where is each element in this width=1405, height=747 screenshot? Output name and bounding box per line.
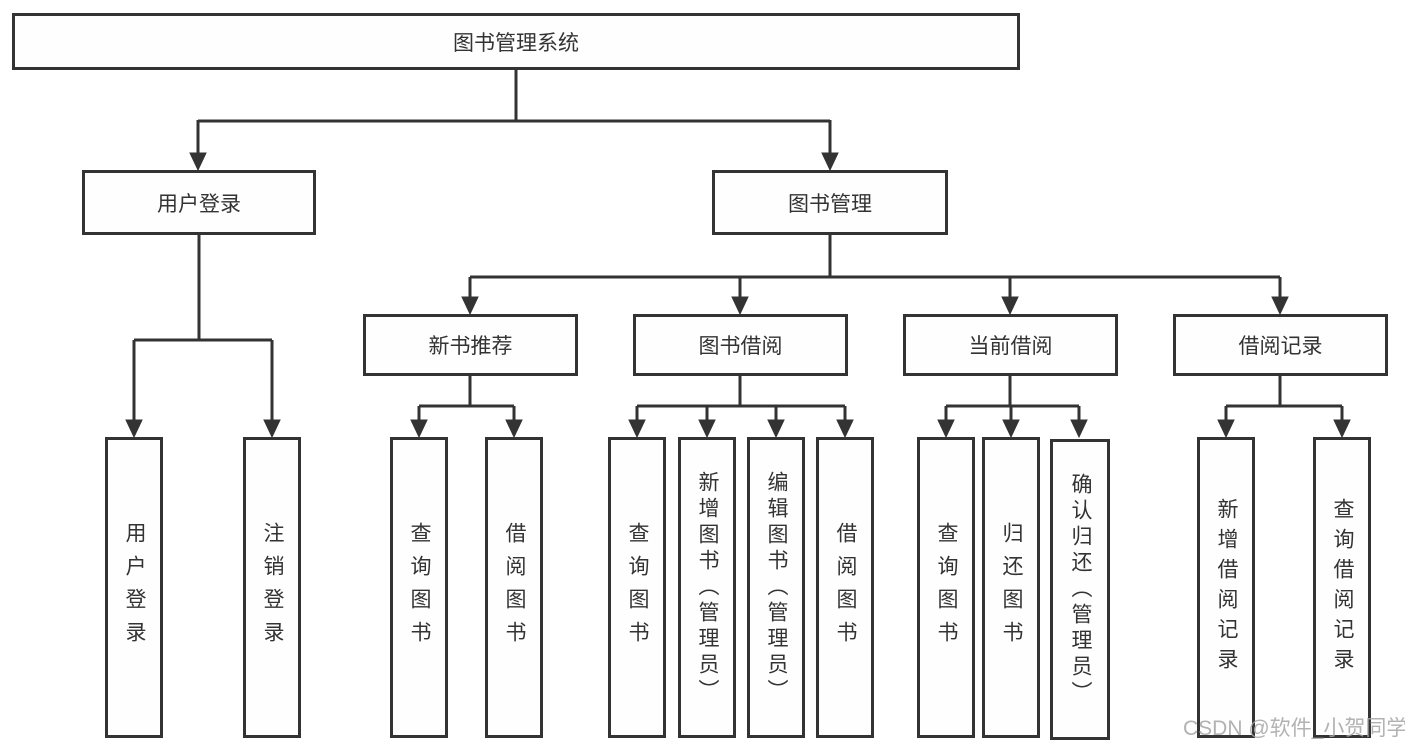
node-borrow-records: 借阅记录 <box>1173 314 1388 376</box>
connector-book-borrow <box>628 376 854 439</box>
connector-borrow-records <box>1217 376 1351 439</box>
arrowhead-icon <box>1070 419 1088 439</box>
leaf-return-book: 归还图书 <box>982 437 1040 738</box>
leaf-query-books-recommend: 查询图书 <box>390 437 448 738</box>
watermark: CSDN @软件_小贺同学 <box>1183 717 1405 740</box>
leaf-user-login: 用户登录 <box>105 437 163 738</box>
arrowhead-icon <box>189 152 207 172</box>
arrowhead-icon <box>937 419 955 439</box>
arrowhead-icon <box>263 419 281 439</box>
arrowhead-icon <box>461 296 479 316</box>
node-user-login: 用户登录 <box>82 170 316 235</box>
connector-current-borrow <box>937 376 1088 439</box>
node-book-management: 图书管理 <box>712 170 948 235</box>
leaf-logout: 注销登录 <box>243 437 301 738</box>
arrowhead-icon <box>698 419 716 439</box>
leaf-borrow-books: 借阅图书 <box>816 437 874 738</box>
connector-book-management <box>461 235 1289 316</box>
connector-user-login <box>125 235 281 439</box>
node-current-borrow: 当前借阅 <box>903 314 1118 376</box>
arrowhead-icon <box>505 419 523 439</box>
leaf-borrow-books-recommend: 借阅图书 <box>485 437 543 738</box>
leaf-add-borrow-record: 新增借阅记录 <box>1197 437 1255 738</box>
leaf-query-borrow-record: 查询借阅记录 <box>1313 437 1371 738</box>
arrowhead-icon <box>1001 296 1019 316</box>
arrowhead-icon <box>836 419 854 439</box>
arrowhead-icon <box>125 419 143 439</box>
arrowhead-icon <box>821 152 839 172</box>
arrowhead-icon <box>731 296 749 316</box>
node-root: 图书管理系统 <box>12 13 1020 70</box>
leaf-add-book-admin: 新增图书（管理员） <box>678 437 736 738</box>
arrowhead-icon <box>1333 419 1351 439</box>
connector-new-book-recommend <box>410 376 523 439</box>
arrowhead-icon <box>1217 419 1235 439</box>
connector-root <box>189 70 839 172</box>
node-book-borrow: 图书借阅 <box>633 314 848 376</box>
leaf-query-books-borrow: 查询图书 <box>608 437 666 738</box>
leaf-confirm-return-admin: 确认归还（管理员） <box>1050 439 1110 740</box>
arrowhead-icon <box>410 419 428 439</box>
arrowhead-icon <box>1002 419 1020 439</box>
arrowhead-icon <box>628 419 646 439</box>
arrowhead-icon <box>1271 296 1289 316</box>
leaf-query-books-current: 查询图书 <box>917 437 975 738</box>
leaf-edit-book-admin: 编辑图书（管理员） <box>747 437 805 738</box>
arrowhead-icon <box>767 419 785 439</box>
node-new-book-recommend: 新书推荐 <box>363 314 578 376</box>
